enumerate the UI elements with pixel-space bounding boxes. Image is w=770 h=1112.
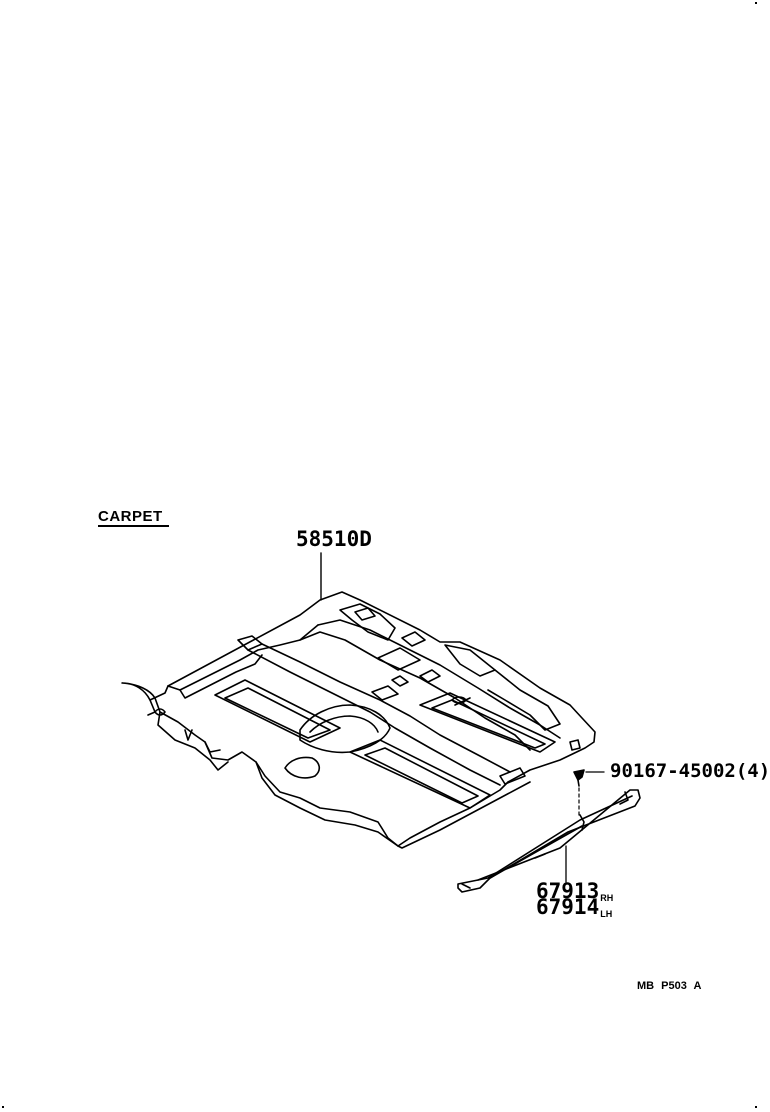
floor-carpet-illustration	[121, 591, 596, 849]
corner-mark	[2, 1106, 4, 1108]
corner-mark	[755, 1106, 757, 1108]
part-number: 67913	[536, 879, 600, 903]
section-title: CARPET	[98, 509, 169, 527]
part-number-scuff-plate-lh: 67914LH	[536, 895, 613, 919]
part-number: 67914	[536, 895, 600, 919]
corner-mark	[755, 2, 757, 4]
side-suffix: LH	[600, 909, 613, 919]
carpet-outline	[121, 591, 596, 847]
figure-code: MB P503 A	[637, 980, 702, 992]
part-number-clip: 90167-45002(4)	[610, 760, 770, 782]
side-suffix: RH	[600, 893, 614, 903]
clip-illustration	[573, 769, 605, 819]
scuff-plate-illustration	[457, 789, 641, 893]
part-number-scuff-plate-rh: 67913RH	[536, 879, 614, 903]
part-number-floor-carpet: 58510D	[296, 527, 372, 551]
